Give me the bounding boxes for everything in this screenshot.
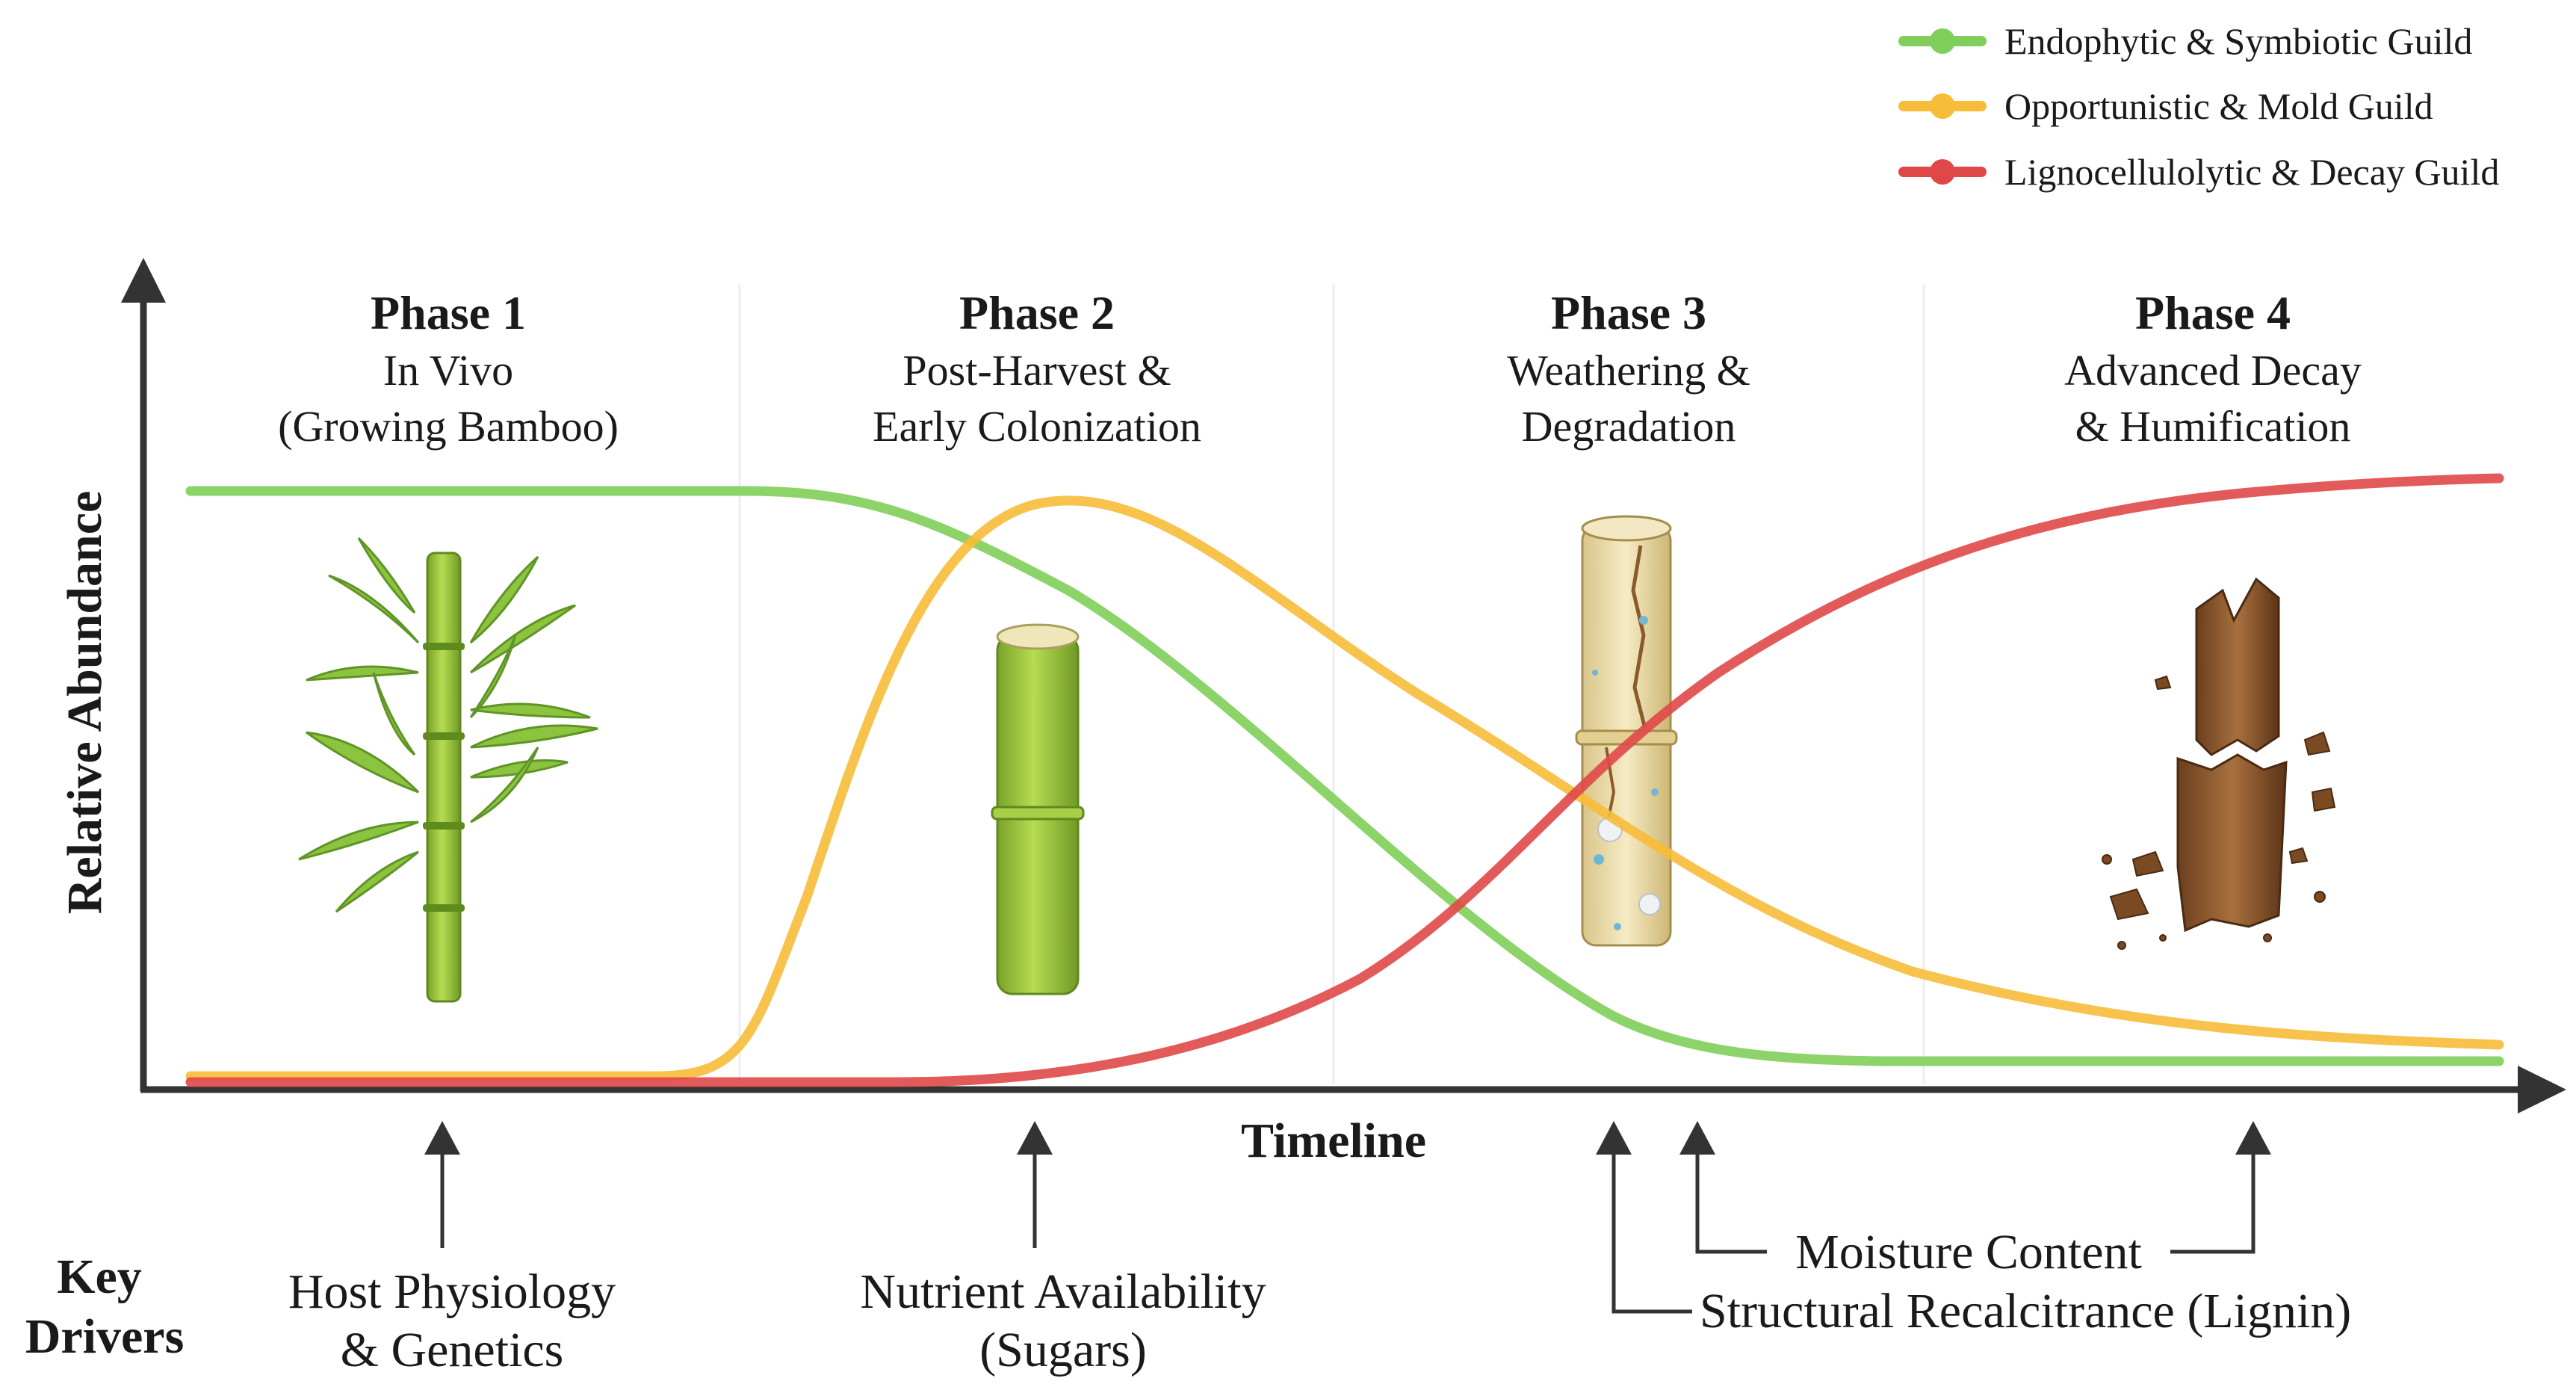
moisture-arrowhead-right bbox=[2235, 1121, 2271, 1155]
green-culm-top bbox=[996, 623, 1080, 650]
y-axis-arrowhead bbox=[121, 258, 166, 303]
phase-1-subtitle-line-2: (Growing Bamboo) bbox=[278, 402, 619, 451]
phase-3-title: Phase 3 bbox=[1551, 286, 1706, 339]
opportunistic-guild-curve bbox=[185, 495, 2504, 1081]
structural-recalcitrance-label: Structural Recalcitrance (Lignin) bbox=[1700, 1284, 2351, 1338]
legend-marker-lignocellulolytic bbox=[1930, 159, 1955, 185]
bamboo-stalk bbox=[426, 552, 462, 1003]
legend-label-opportunistic: Opportunistic & Mold Guild bbox=[2004, 85, 2433, 127]
growing-bamboo-illustration bbox=[298, 537, 598, 1003]
moisture-arrow-connector-left bbox=[1695, 1147, 1767, 1254]
phase-3-subtitle-line-1: Weathering & bbox=[1507, 346, 1750, 395]
key-drivers-heading-line-2: Drivers bbox=[25, 1309, 185, 1364]
moisture-arrowhead-left bbox=[1679, 1121, 1715, 1155]
y-axis-label: Relative Abundance bbox=[58, 491, 112, 915]
phase-1-subtitle-line-1: In Vivo bbox=[383, 346, 513, 395]
phase-4-subtitle-line-1: Advanced Decay bbox=[2064, 346, 2362, 395]
green-culm-node bbox=[991, 806, 1085, 821]
nutrient-arrowhead bbox=[1017, 1121, 1053, 1155]
legend-label-lignocellulolytic: Lignocellulolytic & Decay Guild bbox=[2004, 151, 2499, 193]
host-arrowhead bbox=[424, 1121, 460, 1155]
legend-marker-opportunistic bbox=[1930, 93, 1955, 119]
decayed-upper-fragment bbox=[2195, 577, 2280, 756]
legend-label-endophytic: Endophytic & Symbiotic Guild bbox=[2004, 20, 2472, 62]
x-axis-label: Timeline bbox=[1241, 1113, 1426, 1168]
host-physiology-line-2: & Genetics bbox=[341, 1323, 564, 1377]
weathered-bamboo-illustration bbox=[1575, 515, 1678, 947]
phase-2-subtitle-line-2: Early Colonization bbox=[873, 402, 1201, 451]
nutrient-availability-line-2: (Sugars) bbox=[979, 1323, 1147, 1377]
key-drivers-heading-line-1: Key bbox=[57, 1250, 142, 1304]
phase-headings: Phase 1 In Vivo (Growing Bamboo) Phase 2… bbox=[278, 286, 2362, 451]
decayed-bamboo-illustration bbox=[2102, 577, 2336, 950]
host-physiology-line-1: Host Physiology bbox=[288, 1264, 616, 1319]
guild-curves bbox=[185, 473, 2504, 1087]
weathered-culm-top bbox=[1581, 515, 1672, 542]
decayed-lower-fragment bbox=[2176, 753, 2288, 933]
moisture-content-label: Moisture Content bbox=[1795, 1225, 2142, 1279]
nutrient-availability-line-1: Nutrient Availability bbox=[860, 1264, 1266, 1319]
phase-4-title: Phase 4 bbox=[2135, 286, 2291, 339]
moisture-arrow-connector-right bbox=[2170, 1147, 2255, 1254]
lignocellulolytic-guild-curve bbox=[185, 473, 2504, 1087]
cut-green-culm-illustration bbox=[991, 623, 1085, 995]
key-drivers: Key Drivers Host Physiology & Genetics N… bbox=[25, 1225, 2352, 1377]
phase-2-subtitle-line-1: Post-Harvest & bbox=[902, 346, 1171, 395]
structural-arrowhead bbox=[1596, 1121, 1632, 1155]
endophytic-guild-curve bbox=[185, 486, 2504, 1066]
bamboo-leaves bbox=[298, 537, 598, 913]
phase-3-subtitle-line-2: Degradation bbox=[1522, 402, 1736, 451]
bamboo-nodes bbox=[423, 643, 465, 912]
decay-debris bbox=[2102, 675, 2336, 950]
weathered-crack bbox=[1631, 545, 1647, 729]
legend-item-endophytic: Endophytic & Symbiotic Guild bbox=[1898, 20, 2472, 62]
legend-item-lignocellulolytic: Lignocellulolytic & Decay Guild bbox=[1898, 151, 2499, 193]
phase-4-subtitle-line-2: & Humification bbox=[2075, 402, 2351, 451]
axes: Relative Abundance Timeline bbox=[58, 258, 2566, 1168]
phase-separators bbox=[738, 284, 1925, 1084]
legend-item-opportunistic: Opportunistic & Mold Guild bbox=[1898, 85, 2433, 127]
driver-arrows bbox=[440, 1147, 2255, 1314]
driver-arrowheads bbox=[424, 1121, 2271, 1155]
structural-arrow-connector bbox=[1611, 1147, 1692, 1314]
phase-1-title: Phase 1 bbox=[371, 286, 526, 339]
legend: Endophytic & Symbiotic Guild Opportunist… bbox=[1898, 20, 2499, 193]
legend-marker-endophytic bbox=[1930, 28, 1955, 54]
phase-2-title: Phase 2 bbox=[959, 286, 1115, 339]
x-axis-arrowhead bbox=[2518, 1066, 2566, 1113]
